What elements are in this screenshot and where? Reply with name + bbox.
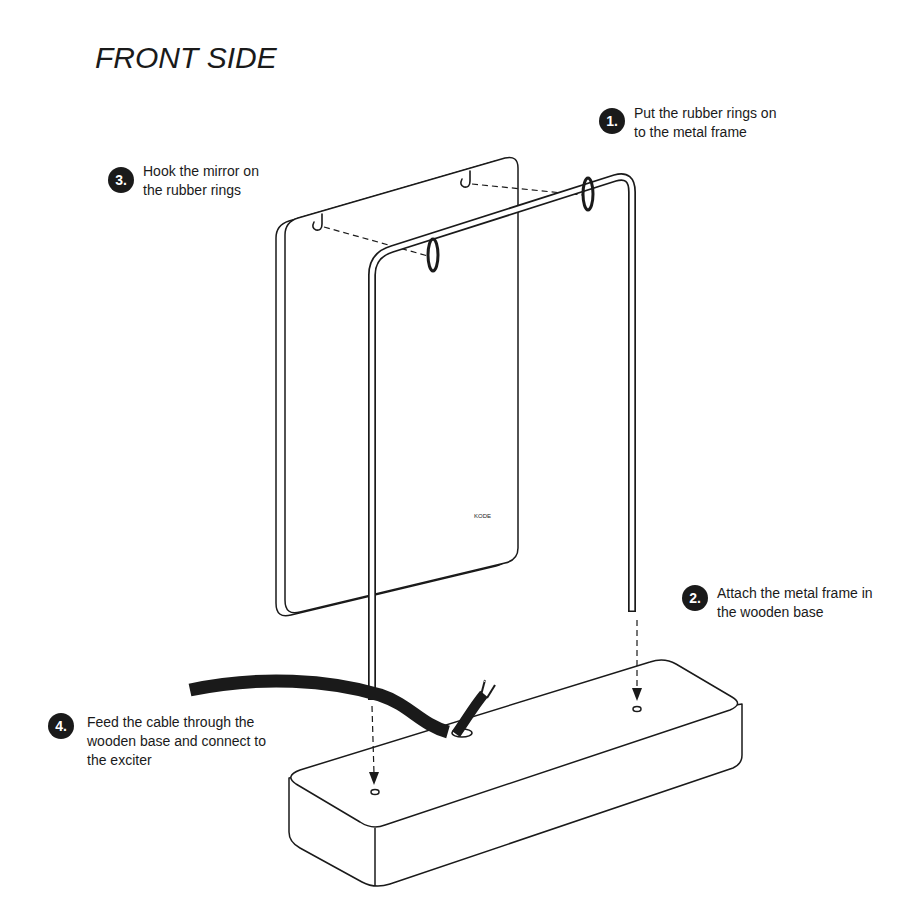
hook-guides xyxy=(324,184,583,256)
step-text: Attach the metal frame in the wooden bas… xyxy=(717,584,877,622)
cable-end xyxy=(456,694,484,734)
cable-wire xyxy=(484,681,485,683)
metal-frame xyxy=(372,177,632,700)
label-holder: 4. xyxy=(48,713,74,739)
frame-inner xyxy=(372,177,632,699)
label-holder: 3. xyxy=(108,167,134,193)
brand-mark: KODE xyxy=(474,513,491,520)
insert-guide xyxy=(372,706,374,774)
step-text: Hook the mirror on the rubber rings xyxy=(143,162,275,200)
label-holder: KODE xyxy=(474,513,491,520)
callout-number: 4. xyxy=(48,713,74,739)
hook xyxy=(313,214,322,230)
label-holder: Hook the mirror on the rubber rings xyxy=(143,162,275,200)
label-holder: Feed the cable through the wooden base a… xyxy=(87,713,267,770)
callout-number: 3. xyxy=(108,167,134,193)
page-title: FRONT SIDE xyxy=(95,40,277,76)
label-holder: Attach the metal frame in the wooden bas… xyxy=(717,584,877,622)
mirror-hooks xyxy=(313,171,470,230)
title-holder: FRONT SIDE xyxy=(95,40,277,76)
insert-arrows xyxy=(369,620,642,785)
callout-number: 2. xyxy=(682,585,708,611)
arrow-head xyxy=(632,688,642,701)
label-holder: 2. xyxy=(682,585,708,611)
rubber-ring xyxy=(583,178,593,210)
arrow-head xyxy=(369,772,379,785)
frame-hole xyxy=(633,707,641,712)
cable-wire xyxy=(487,685,495,698)
base-edge xyxy=(374,828,376,886)
frame-outline xyxy=(372,177,632,700)
step-text: Feed the cable through the wooden base a… xyxy=(87,713,267,770)
hook xyxy=(461,171,470,187)
callout-number: 1. xyxy=(599,108,625,134)
frame-hole xyxy=(371,790,379,795)
rubber-rings xyxy=(428,178,593,271)
label-holder: Put the rubber rings on to the metal fra… xyxy=(634,104,784,142)
cable-wire xyxy=(481,680,485,695)
rubber-ring xyxy=(428,239,438,271)
mirror xyxy=(276,157,518,615)
step-text: Put the rubber rings on to the metal fra… xyxy=(634,104,784,142)
mirror-face xyxy=(285,157,518,612)
label-holder: 1. xyxy=(599,108,625,134)
insert-guide xyxy=(636,620,637,690)
